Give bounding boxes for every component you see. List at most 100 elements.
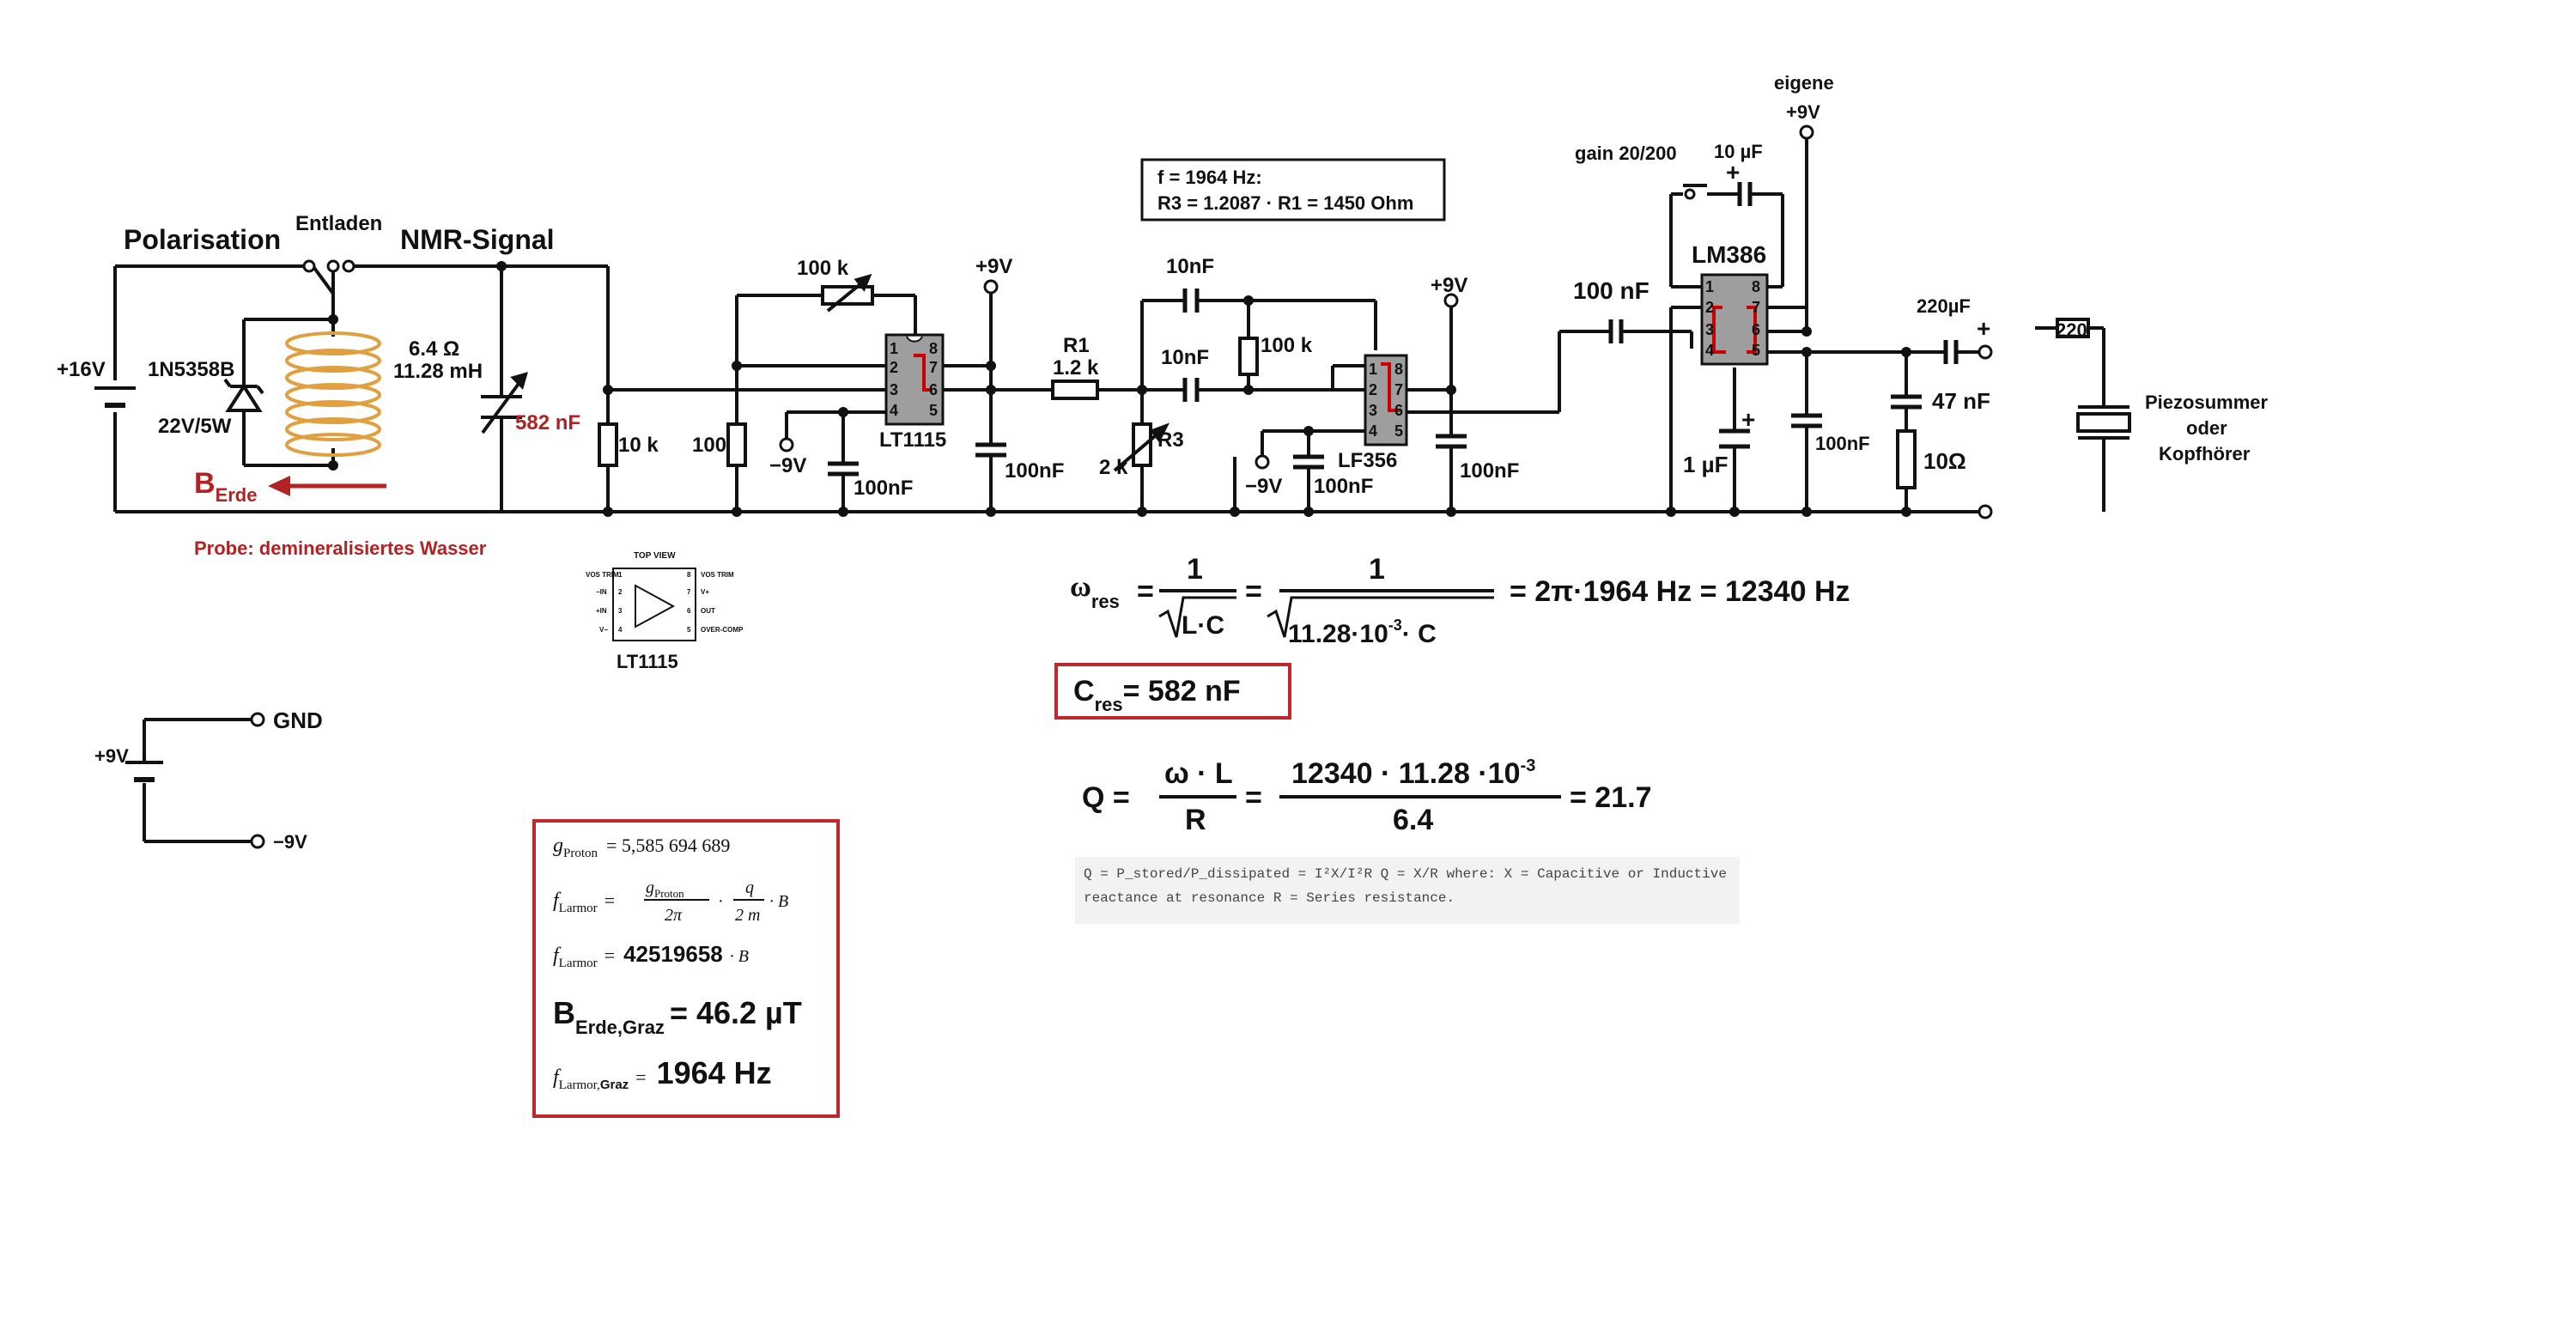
larmor-dot1: · bbox=[718, 892, 724, 911]
resonance-equation: ωres = 1 L·C = 1 11.28·10-3· C = 2π·1964… bbox=[1070, 553, 1850, 648]
larmor-g: gProton= 5,585 694 689 bbox=[553, 835, 730, 860]
label-gain: gain 20/200 bbox=[1575, 143, 1677, 164]
label-c-10uf: 10 µF bbox=[1714, 141, 1763, 162]
label-coil-ind: 11.28 mH bbox=[393, 360, 483, 383]
larmor-content: gProton= 5,585 694 689 fLarmor= gProton … bbox=[553, 835, 802, 1092]
larmor-2m: 2 m bbox=[735, 906, 760, 925]
note-line2: reactance at resonance R = Series resist… bbox=[1084, 890, 1455, 906]
label-plus9v-b: +9V bbox=[1431, 274, 1467, 297]
chip-lm386 bbox=[1700, 273, 1769, 366]
zener-diode bbox=[223, 378, 264, 412]
svg-text:2: 2 bbox=[1705, 299, 1714, 316]
svg-text:4: 4 bbox=[1705, 342, 1714, 359]
coil-inductor bbox=[285, 331, 381, 457]
cres-text: Cres= 582 nF bbox=[1073, 675, 1241, 715]
q-eq: = bbox=[1245, 781, 1262, 814]
svg-text:6: 6 bbox=[1394, 402, 1403, 419]
eq-eq1: = bbox=[1137, 575, 1154, 608]
larmor-dotB: · B bbox=[769, 892, 788, 911]
eq-denom: 11.28·10-3· C bbox=[1288, 616, 1437, 648]
q-den2: 6.4 bbox=[1393, 804, 1433, 836]
label-c-47nf: 47 nF bbox=[1932, 388, 1990, 414]
svg-text:3: 3 bbox=[618, 607, 623, 615]
q-num2: 12340 · 11.28 ·10-3 bbox=[1291, 756, 1535, 790]
label-c-100nf-in: 100 nF bbox=[1573, 277, 1649, 304]
cres-box bbox=[1054, 663, 1291, 720]
larmor-q: q bbox=[745, 878, 754, 897]
label-lm386: LM386 bbox=[1692, 241, 1766, 268]
junction-dots bbox=[328, 261, 1911, 517]
wires bbox=[113, 137, 2105, 843]
svg-text:8: 8 bbox=[687, 571, 691, 579]
svg-text:3: 3 bbox=[1705, 321, 1714, 338]
label-c-100nf-a: 100nF bbox=[854, 477, 913, 500]
svg-text:4: 4 bbox=[890, 402, 898, 419]
label-plus9v-a: +9V bbox=[975, 255, 1012, 278]
chip-lf356 bbox=[1364, 354, 1408, 446]
label-polarisation: Polarisation bbox=[124, 224, 281, 255]
label-r-220: 220 bbox=[2056, 319, 2087, 341]
svg-text:OVER-COMP: OVER-COMP bbox=[701, 626, 744, 634]
svg-text:2: 2 bbox=[890, 359, 898, 376]
label-piezo2: oder bbox=[2186, 417, 2227, 439]
freq-box-line1: f = 1964 Hz: bbox=[1157, 167, 1262, 188]
svg-text:8: 8 bbox=[1394, 361, 1403, 378]
larmor-2pi: 2π bbox=[665, 906, 683, 925]
svg-text:5: 5 bbox=[1394, 422, 1403, 440]
chip-lt1115 bbox=[884, 333, 945, 426]
svg-text:V−: V− bbox=[599, 626, 608, 634]
label-piezo3: Kopfhörer bbox=[2159, 443, 2251, 465]
larmor-g-frac: gProton bbox=[646, 878, 684, 900]
label-plus9v-c: +9V bbox=[1786, 101, 1820, 123]
label-cap-582: 582 nF bbox=[515, 411, 580, 434]
label-c-10nf-top: 10nF bbox=[1166, 255, 1214, 278]
larmor-f-formula: fLarmor= bbox=[553, 890, 615, 915]
label-piezo1: Piezosummer bbox=[2145, 392, 2268, 413]
freq-box-line2: R3 = 1.2087 · R1 = 1450 Ohm bbox=[1157, 192, 1413, 214]
svg-text:VOS TRIM: VOS TRIM bbox=[701, 571, 734, 579]
svg-text:V+: V+ bbox=[701, 588, 709, 596]
eq-omega: ωres bbox=[1070, 571, 1120, 612]
q-factor-note: Q = P_stored/P_dissipated = I²X/I²R Q = … bbox=[1075, 857, 1740, 924]
svg-text:6: 6 bbox=[687, 607, 691, 615]
svg-text:7: 7 bbox=[1394, 381, 1403, 398]
piezo-speaker bbox=[2076, 405, 2131, 440]
label-coil-res: 6.4 Ω bbox=[409, 337, 459, 361]
q-num: ω · L bbox=[1164, 757, 1233, 790]
svg-text:1: 1 bbox=[1705, 278, 1714, 295]
plus-sign-10uf: + bbox=[1726, 159, 1740, 185]
label-zener-rating: 22V/5W bbox=[158, 415, 232, 438]
label-lf356: LF356 bbox=[1338, 449, 1397, 472]
svg-text:6: 6 bbox=[1752, 321, 1760, 338]
svg-text:VOS TRIM: VOS TRIM bbox=[586, 571, 619, 579]
eq-result: = 2π·1964 Hz = 12340 Hz bbox=[1510, 575, 1850, 608]
svg-text:6: 6 bbox=[929, 381, 938, 398]
svg-text:8: 8 bbox=[929, 340, 938, 357]
resistors bbox=[598, 285, 2090, 489]
q-result: = 21.7 bbox=[1570, 781, 1651, 814]
larmor-f-num: fLarmor=42519658· B bbox=[553, 941, 749, 970]
plus-sign-1uf: + bbox=[1741, 406, 1755, 433]
larmor-f-graz: fLarmor,Graz=1964 Hz bbox=[553, 1055, 772, 1092]
plus-sign-220uf: + bbox=[1977, 315, 1990, 342]
svg-text:8: 8 bbox=[1752, 278, 1760, 295]
label-r3-name: R3 bbox=[1157, 428, 1184, 452]
label-minus9v-out: −9V bbox=[273, 831, 307, 853]
svg-text:5: 5 bbox=[687, 626, 691, 634]
svg-text:4: 4 bbox=[1369, 422, 1377, 440]
q-equation: Q = ω · L R = 12340 · 11.28 ·10-3 6.4 = … bbox=[1082, 756, 1651, 836]
label-probe: Probe: demineralisiertes Wasser bbox=[194, 537, 487, 559]
terminals bbox=[250, 124, 1993, 849]
battery-9v bbox=[125, 761, 163, 782]
label-r1-name: R1 bbox=[1063, 334, 1090, 357]
q-left: Q = bbox=[1082, 781, 1130, 814]
svg-text:−IN: −IN bbox=[596, 588, 607, 596]
eq-lc: L·C bbox=[1182, 611, 1224, 640]
label-c-100nf-b: 100nF bbox=[1005, 459, 1064, 483]
svg-text:2: 2 bbox=[618, 588, 623, 596]
label-r1-val: 1.2 k bbox=[1053, 356, 1099, 380]
svg-text:1: 1 bbox=[618, 571, 623, 579]
larmor-box bbox=[532, 819, 840, 1118]
